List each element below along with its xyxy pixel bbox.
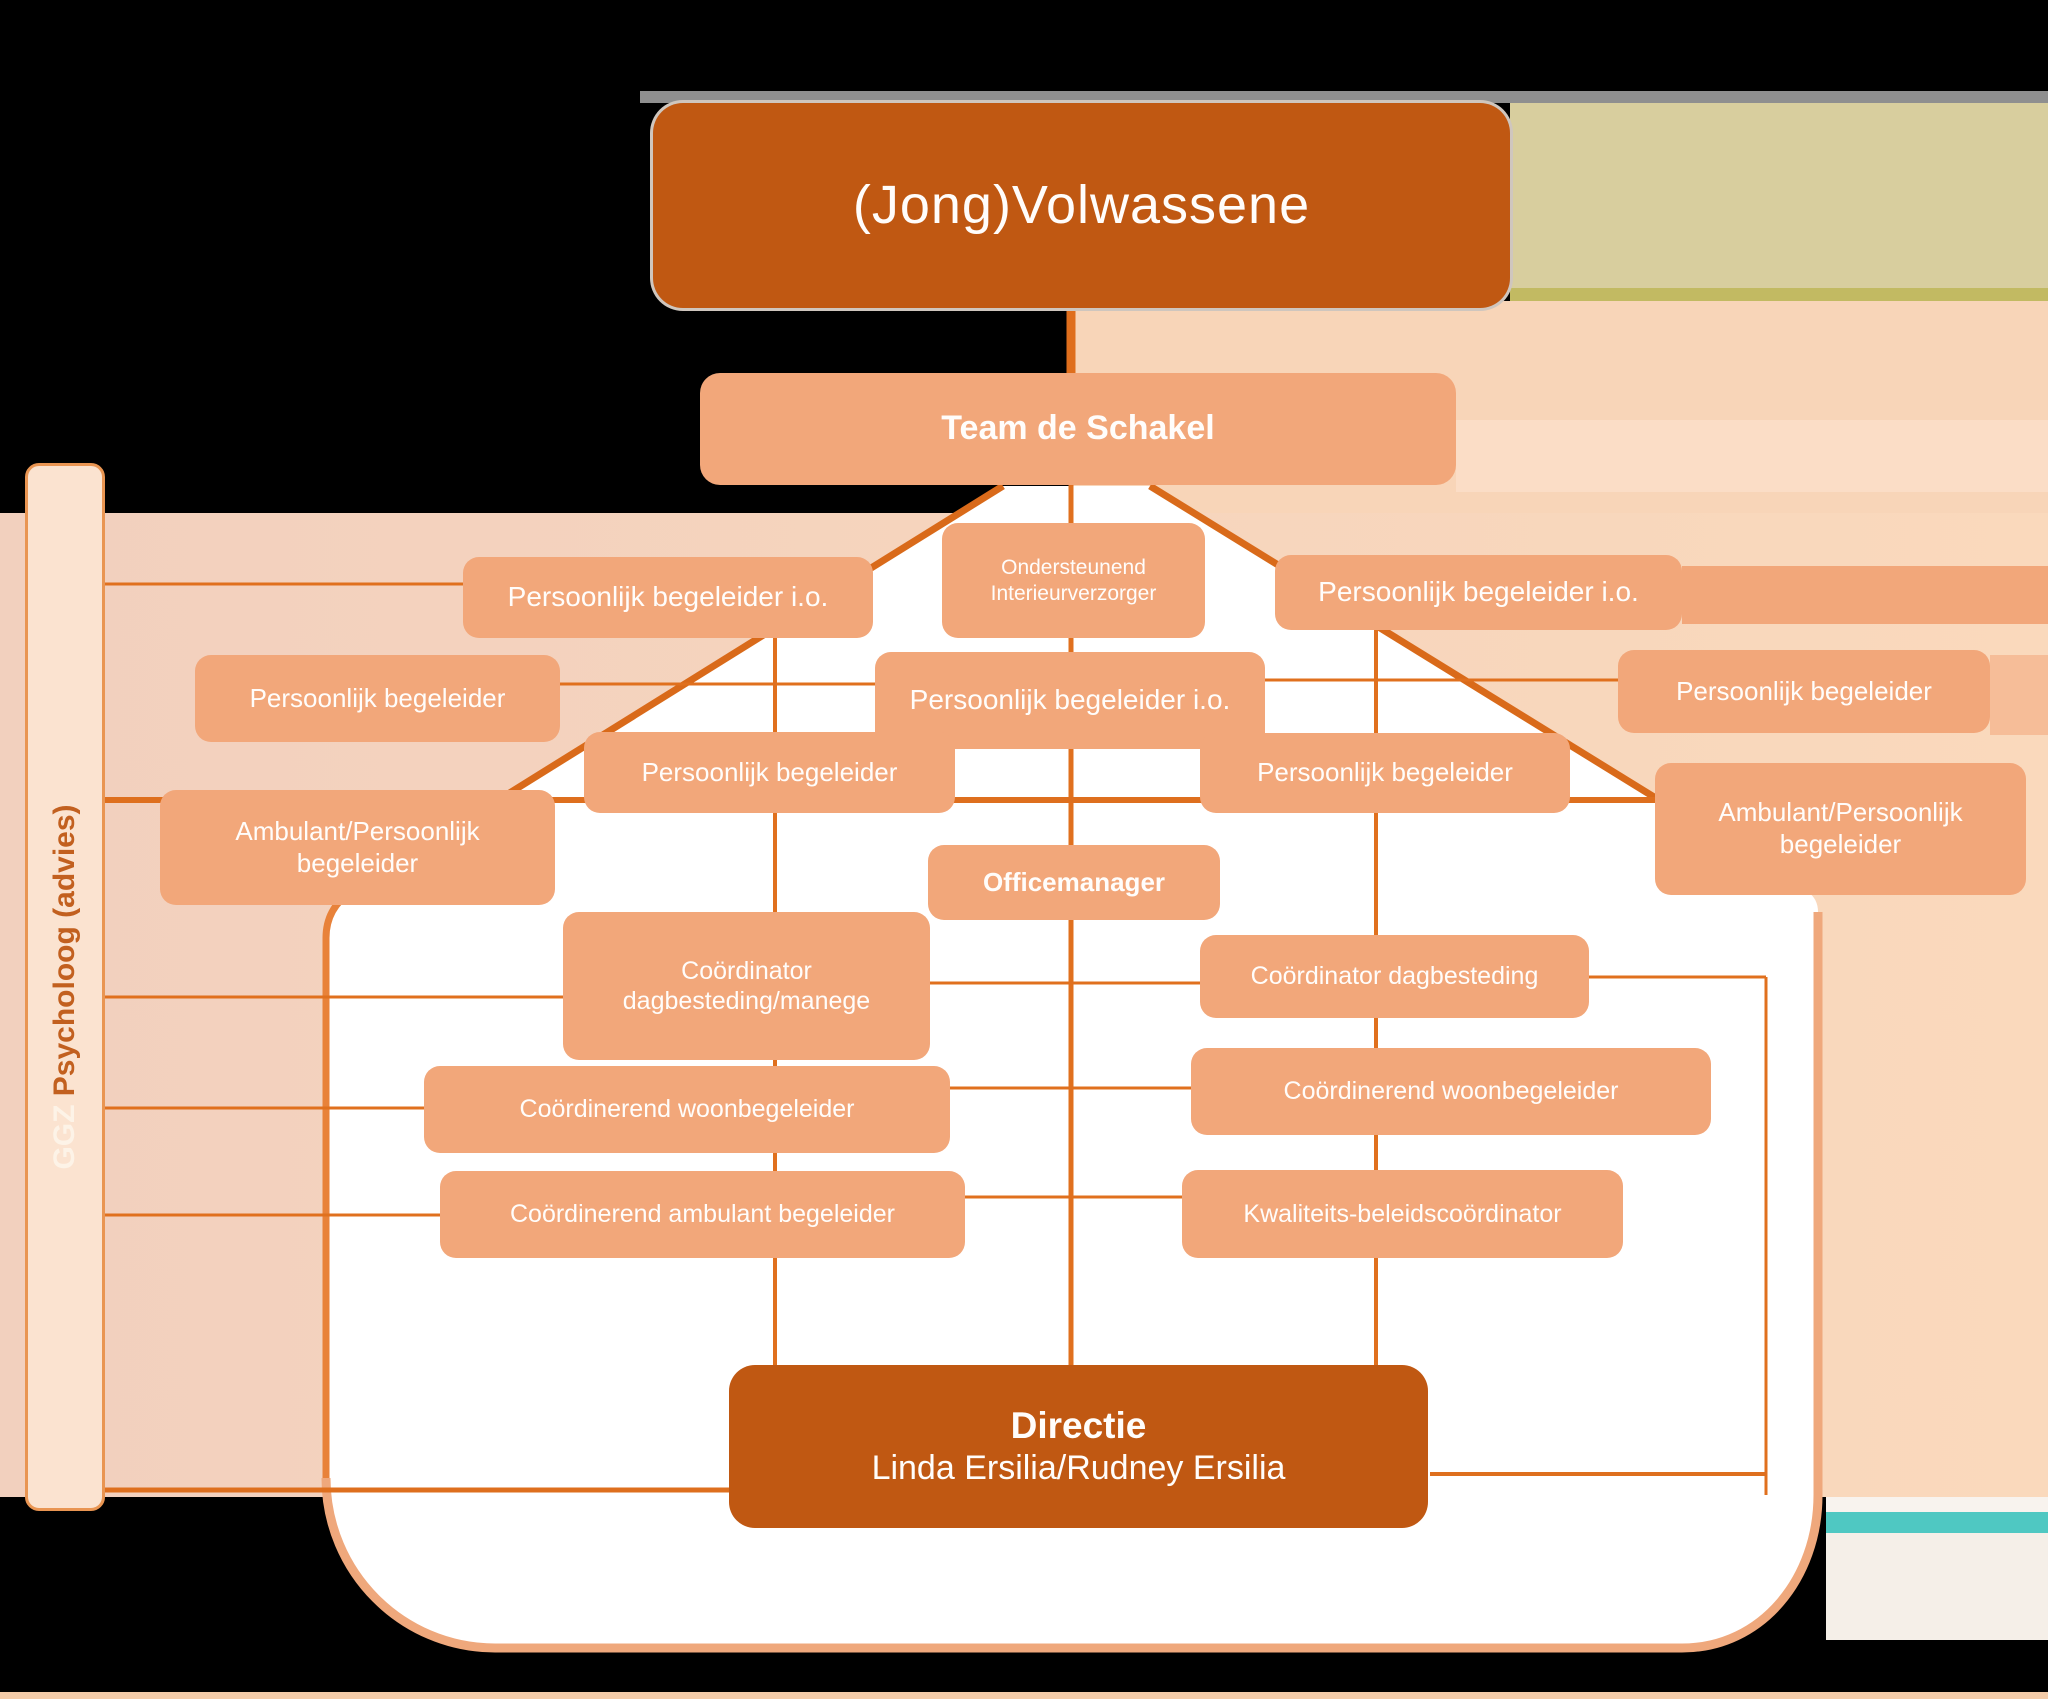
org-box-ambulant-right-line2: begeleider [1779,829,1902,859]
org-box-coord-woon-left-label: Coördinerend woonbegeleider [519,1095,855,1124]
org-box-kwaliteits-label: Kwaliteits-beleidscoördinator [1243,1199,1562,1228]
org-box-coord-dagbesteding-manege-line2: dagbesteding/manege [622,987,871,1015]
org-box-pb-io-right-label: Persoonlijk begeleider i.o. [1318,576,1639,608]
org-box-ggz-psycholoog-label: GGZ Psycholoog (advies) [48,804,81,1170]
org-box-ambulant-left-line2: begeleider [296,847,419,878]
org-box-directie: Directie Linda Ersilia/Rudney Ersilia [729,1365,1428,1528]
org-box-officemanager: Officemanager [928,845,1220,920]
org-box-ambulant-right-line1: Ambulant/Persoonlijk [1718,797,1963,828]
org-box-pb-center-left-label: Persoonlijk begeleider [641,756,898,787]
org-box-pb-io-left-label: Persoonlijk begeleider i.o. [507,581,829,613]
org-box-pb-io-left: Persoonlijk begeleider i.o. [463,557,873,638]
org-box-team: Team de Schakel [700,373,1456,485]
org-box-jong-volwassene-label: (Jong)Volwassene [852,174,1311,235]
org-box-coord-woon-left: Coördinerend woonbegeleider [424,1066,950,1153]
org-box-ambulant-left: Ambulant/Persoonlijk begeleider [160,790,555,905]
org-band-pb-io-right-extension [1682,566,2048,624]
org-box-coord-ambulant-left-label: Coördinerend ambulant begeleider [510,1200,895,1229]
org-box-pb-center-right: Persoonlijk begeleider [1200,733,1570,813]
org-box-directie-names: Linda Ersilia/Rudney Ersilia [871,1449,1286,1488]
org-box-ondersteunend: Ondersteunend Interieurverzorger [942,523,1205,638]
org-box-coord-woon-right: Coördinerend woonbegeleider [1191,1048,1711,1135]
org-box-ggz-psycholoog: GGZ Psycholoog (advies) [25,463,105,1511]
org-box-coord-woon-right-label: Coördinerend woonbegeleider [1283,1077,1619,1106]
bg-peach-stripe [1456,420,2048,492]
org-box-ambulant-left-line1: Ambulant/Persoonlijk [235,815,480,846]
org-box-kwaliteits: Kwaliteits-beleidscoördinator [1182,1170,1623,1258]
org-box-ondersteunend-line1: Ondersteunend [1001,555,1146,579]
org-band-pb-far-right-extension [1990,655,2048,735]
bg-teal-band [1826,1512,2048,1533]
bg-light-strip-right [1826,1533,2048,1640]
bg-gray-band [640,91,2048,103]
org-box-pb-far-right: Persoonlijk begeleider [1618,650,1990,733]
org-box-coord-dagbesteding-manege-line1: Coördinator [681,956,812,985]
org-box-pb-io-center-label: Persoonlijk begeleider i.o. [909,684,1231,716]
bg-olive-band [1510,288,2048,301]
panel-bottom-right-edge [321,912,1823,1653]
org-box-pb-far-left-label: Persoonlijk begeleider [249,682,506,713]
org-box-directie-title: Directie [1010,1405,1147,1447]
bg-white-strip-right [1826,1497,2048,1512]
org-box-jong-volwassene: (Jong)Volwassene [653,103,1510,308]
org-box-ambulant-right: Ambulant/Persoonlijk begeleider [1655,763,2026,895]
org-box-coord-dagbesteding-right-label: Coördinator dagbesteding [1250,962,1539,991]
org-box-coord-ambulant-left: Coördinerend ambulant begeleider [440,1171,965,1258]
org-box-pb-center-left: Persoonlijk begeleider [584,732,955,813]
org-box-pb-far-left: Persoonlijk begeleider [195,655,560,742]
bg-tan-band [1510,103,2048,288]
org-box-pb-far-right-label: Persoonlijk begeleider [1676,675,1932,706]
org-box-coord-dagbesteding-right: Coördinator dagbesteding [1200,935,1589,1018]
org-box-officemanager-label: Officemanager [982,866,1166,897]
org-box-ondersteunend-line2: Interieurverzorger [990,581,1157,605]
org-box-pb-center-right-label: Persoonlijk begeleider [1257,757,1513,788]
bg-bottom-strip [0,1692,2048,1699]
org-box-pb-io-right: Persoonlijk begeleider i.o. [1275,555,1682,630]
org-box-coord-dagbesteding-manege: Coördinator dagbesteding/manege [563,912,930,1060]
org-box-team-label: Team de Schakel [941,409,1215,448]
